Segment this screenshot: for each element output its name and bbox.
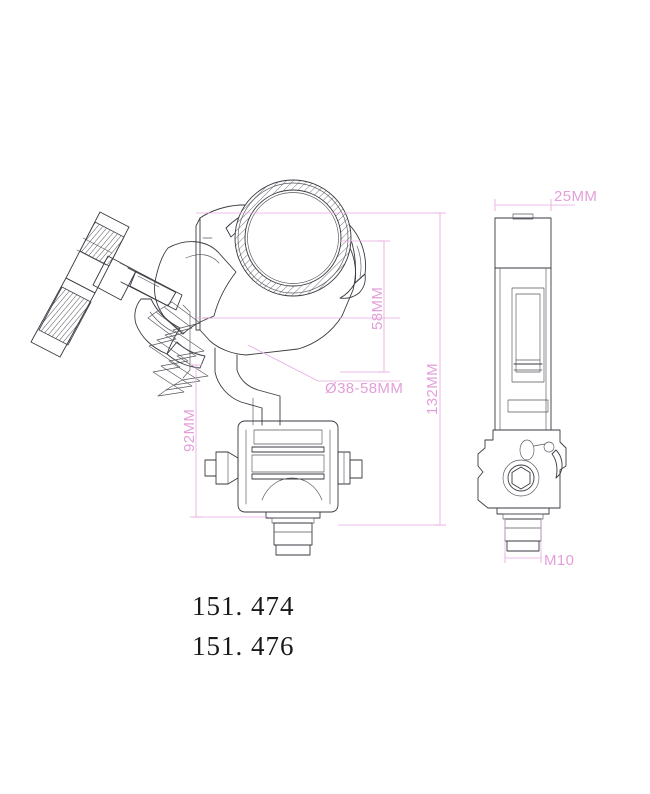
dimension-group-front: 58MM 132MM 92MM Ø38-58MM <box>181 212 446 526</box>
part-number-first: 151. 474 <box>192 591 295 621</box>
mounting-bracket <box>204 420 363 513</box>
threaded-stud <box>265 511 321 556</box>
wing-knob-handle <box>30 211 183 358</box>
dimension-group-side: 25MM M10 <box>494 188 597 569</box>
dimension-132mm: 132MM <box>338 212 446 526</box>
dimension-label-m10: M10 <box>544 552 574 569</box>
side-bracket <box>477 429 567 509</box>
dimension-92mm: 92MM <box>181 364 268 518</box>
clamp-neck <box>214 347 281 426</box>
dimension-58mm: 58MM <box>340 240 390 373</box>
front-view <box>30 179 367 556</box>
dimension-label-25mm: 25MM <box>554 188 597 205</box>
spring-coil <box>147 301 209 397</box>
dimension-label-132mm: 132MM <box>424 363 441 415</box>
dimension-25mm: 25MM <box>494 188 597 211</box>
dimension-label-58mm: 58MM <box>369 287 386 330</box>
dimension-label-92mm: 92MM <box>181 409 198 452</box>
dimension-label-diameter: Ø38-58MM <box>325 380 403 397</box>
part-number-block: 151. 474 151. 476 <box>192 591 295 661</box>
clamp-ring <box>234 179 352 297</box>
part-number-second: 151. 476 <box>192 631 295 661</box>
side-view <box>477 213 567 552</box>
dimension-m10: M10 <box>504 519 574 569</box>
dimension-diameter: Ø38-58MM <box>247 344 403 397</box>
